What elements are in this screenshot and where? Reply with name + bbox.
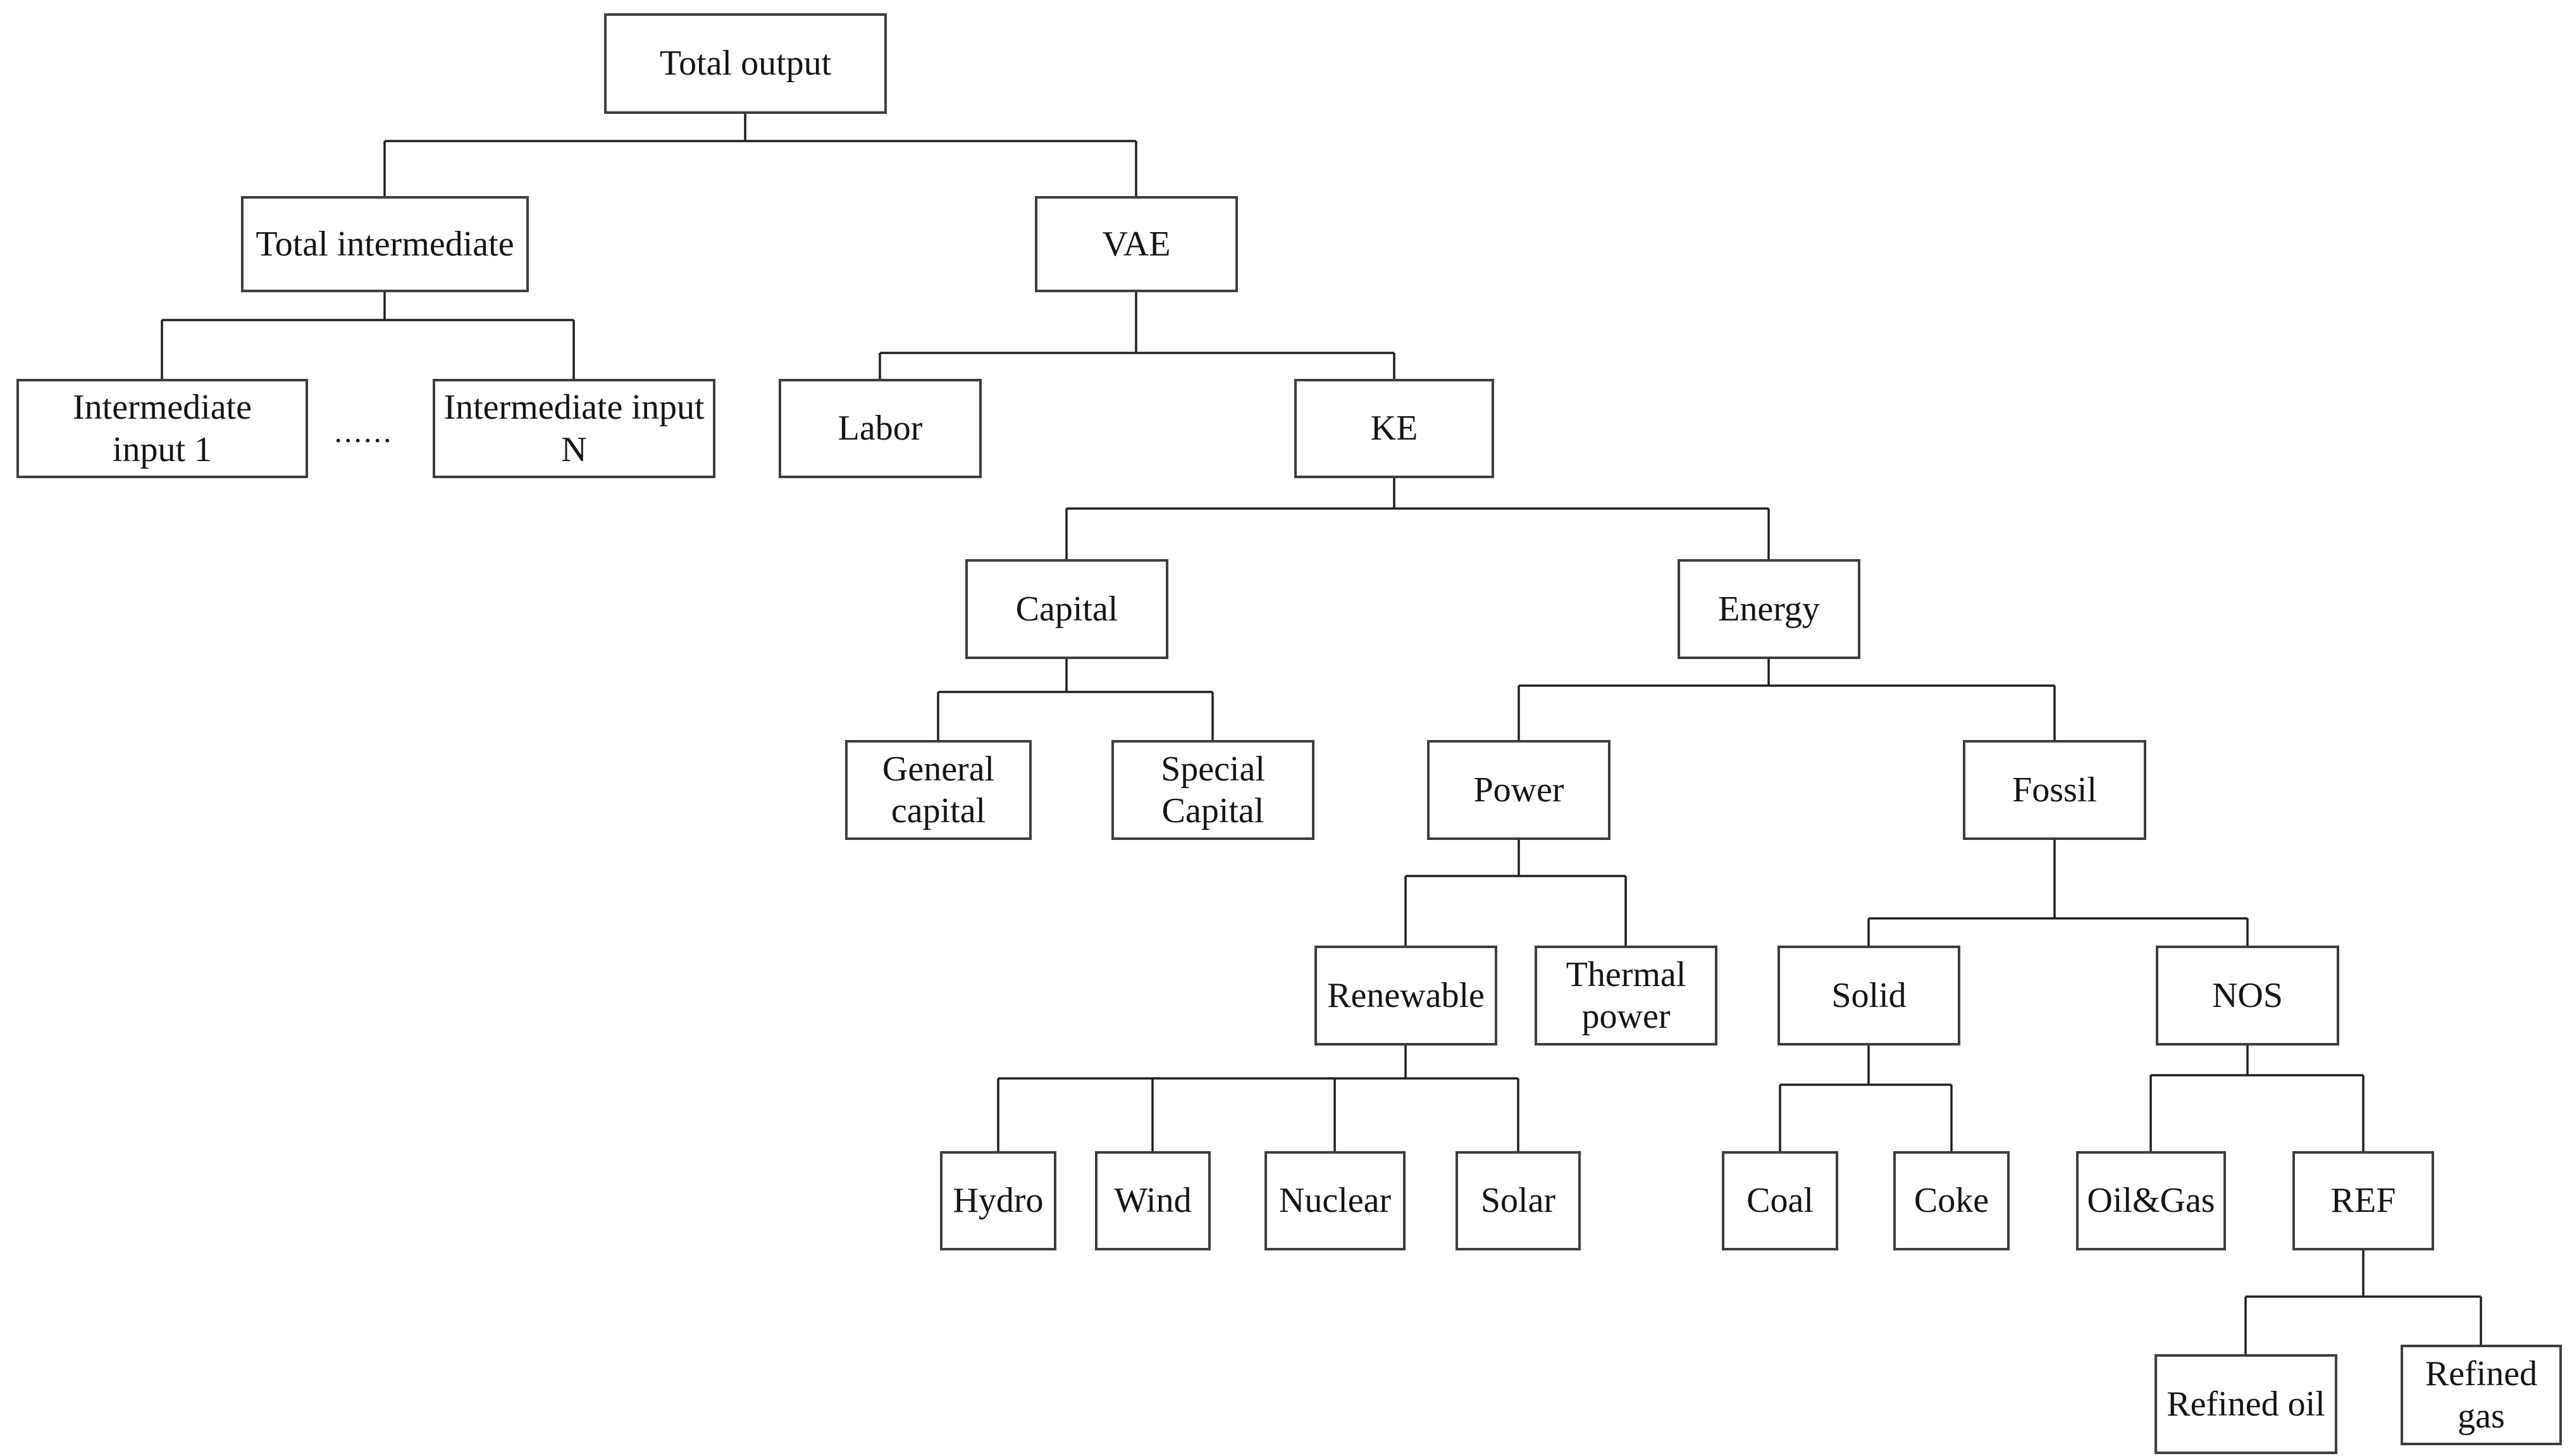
node-fossil: Fossil bbox=[1963, 740, 2146, 840]
node-solid: Solid bbox=[1778, 946, 1960, 1046]
node-labor: Labor bbox=[779, 379, 982, 478]
node-power: Power bbox=[1427, 740, 1611, 840]
node-total-output: Total output bbox=[604, 13, 887, 114]
node-hydro: Hydro bbox=[940, 1151, 1056, 1250]
ellipsis-more-inputs: ...... bbox=[334, 414, 393, 449]
node-refined-gas: Refined gas bbox=[2401, 1345, 2562, 1445]
node-total-intermediate: Total intermediate bbox=[241, 196, 529, 292]
node-special-capital: Special Capital bbox=[1111, 740, 1314, 840]
node-thermal-power: Thermal power bbox=[1535, 946, 1717, 1046]
edge-nos-children bbox=[2149, 1046, 2365, 1151]
edge-vae-children bbox=[879, 292, 1395, 379]
node-intermediate-input-1: Intermediate input 1 bbox=[16, 379, 308, 478]
node-coke: Coke bbox=[1893, 1151, 2010, 1250]
node-nuclear: Nuclear bbox=[1264, 1151, 1406, 1250]
edge-ke-children bbox=[1065, 478, 1770, 559]
node-renewable: Renewable bbox=[1314, 946, 1497, 1046]
edge-total-intermediate-children bbox=[161, 292, 575, 379]
edge-power-children bbox=[1404, 840, 1627, 946]
node-ref: REF bbox=[2292, 1151, 2434, 1250]
edge-energy-children bbox=[1518, 659, 2056, 740]
node-ke: KE bbox=[1294, 379, 1494, 478]
edge-fossil-children bbox=[1867, 840, 2249, 946]
edge-ref-children bbox=[2244, 1250, 2482, 1354]
node-wind: Wind bbox=[1095, 1151, 1211, 1250]
edge-total-output-children bbox=[383, 114, 1137, 196]
node-capital: Capital bbox=[965, 559, 1168, 659]
node-intermediate-input-n: Intermediate input N bbox=[433, 379, 715, 478]
node-coal: Coal bbox=[1722, 1151, 1838, 1250]
edge-solid-children bbox=[1779, 1046, 1953, 1151]
node-solar: Solar bbox=[1456, 1151, 1581, 1250]
node-general-capital: General capital bbox=[845, 740, 1032, 840]
node-oil-gas: Oil&Gas bbox=[2076, 1151, 2226, 1250]
node-refined-oil: Refined oil bbox=[2155, 1354, 2337, 1454]
node-vae: VAE bbox=[1035, 196, 1238, 292]
node-energy: Energy bbox=[1678, 559, 1860, 659]
edge-renewable-children bbox=[997, 1046, 1519, 1151]
node-nos: NOS bbox=[2156, 946, 2339, 1046]
edge-capital-children bbox=[937, 659, 1214, 740]
